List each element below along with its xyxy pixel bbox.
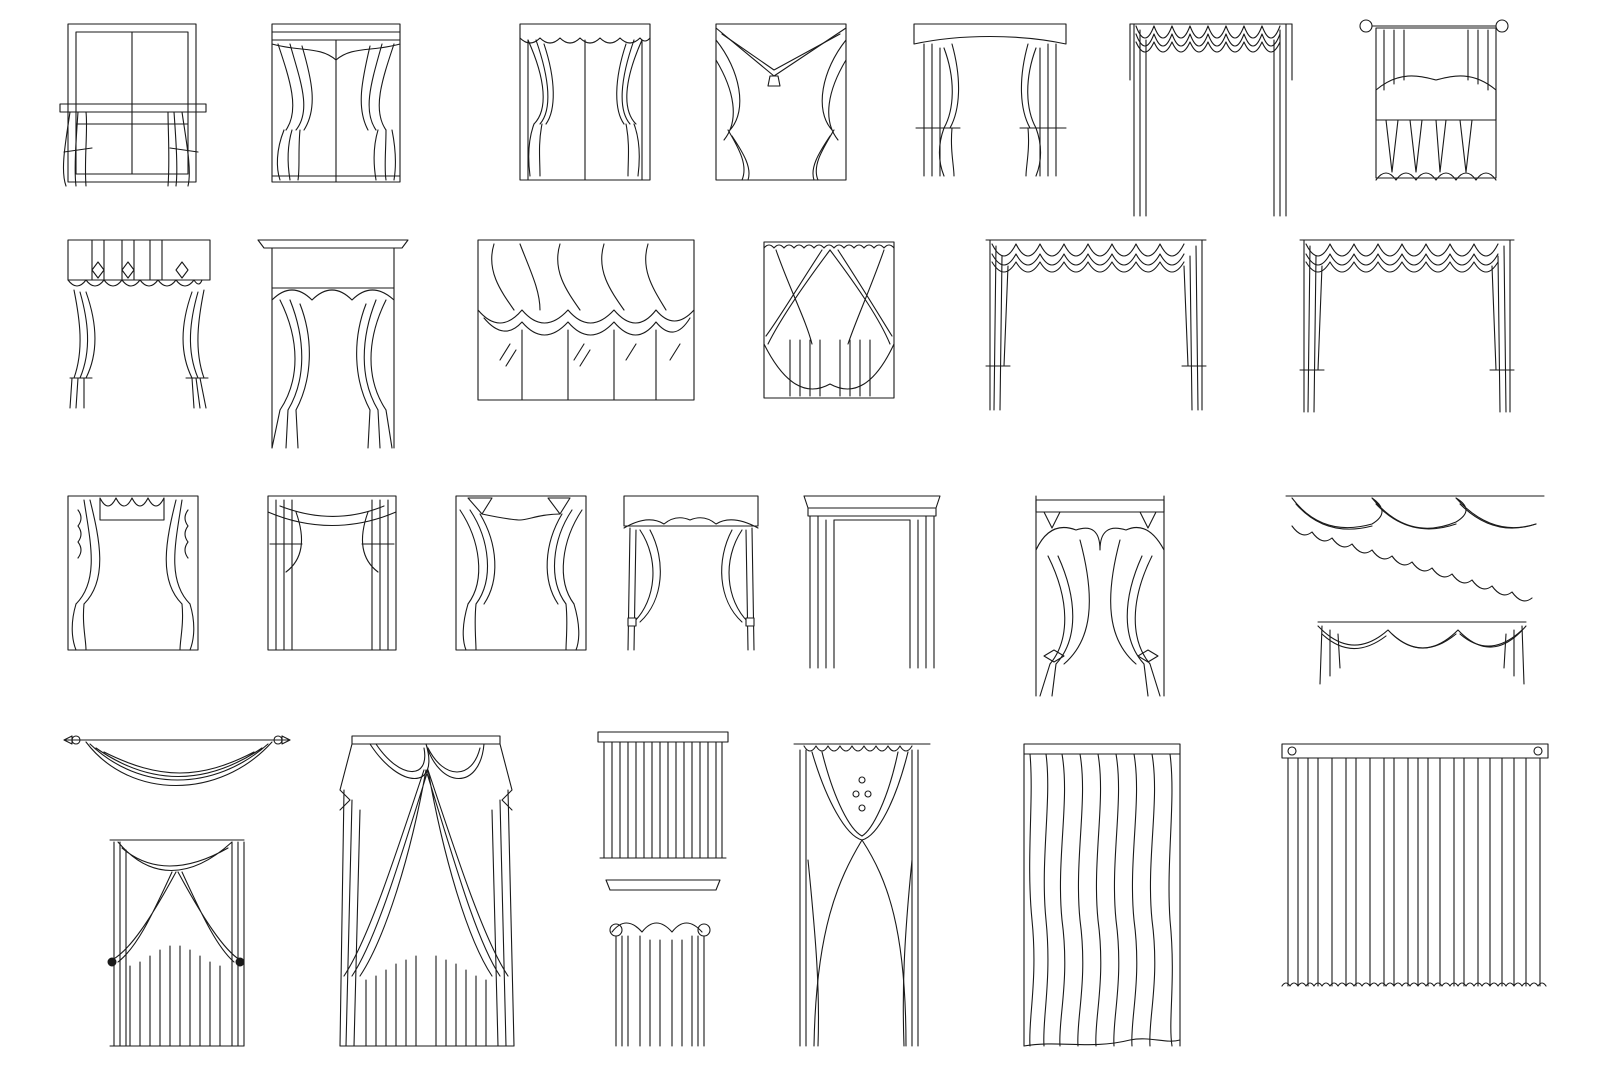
curtain-festoon-drapes-wide-2	[1299, 239, 1515, 413]
curtain-shaped-pelmet-tied	[623, 495, 759, 651]
curtain-double-swag-tied	[271, 23, 401, 183]
curtain-balloon-valance-window	[477, 239, 695, 401]
curtain-draped-tied	[455, 495, 587, 651]
curtain-scalloped-pelmet-tied	[519, 23, 651, 181]
curtain-festoon-drapes-wide	[985, 239, 1207, 411]
curtain-crossover-sheer	[763, 241, 895, 399]
curtain-festoon-swag-drapes	[1129, 23, 1293, 217]
curtain-swag-tied	[267, 495, 397, 651]
curtain-pinch-pleat-wide	[1281, 743, 1549, 987]
curtain-tab-top-tied	[67, 239, 211, 409]
curtain-shaped-valance-holdback	[1035, 495, 1165, 697]
curtain-pleated-blind-pair	[597, 731, 729, 1047]
curtain-cornice-pelmet-tied	[257, 239, 409, 449]
curtain-sheer-crossover-tall	[793, 743, 931, 1047]
curtain-arched-pelmet-tied	[913, 23, 1067, 177]
curtain-wavy-sheer-panel	[1023, 743, 1181, 1047]
curtain-rod-austrian-blind	[1359, 19, 1509, 181]
curtain-rod-swag-and-tied	[63, 735, 291, 1047]
curtain-triangle-valance-tassel	[715, 23, 847, 181]
curtain-swag-valance-pair	[1285, 495, 1545, 685]
curtain-ruffled-tied	[67, 495, 199, 651]
curtain-window-tied-curtains	[59, 23, 207, 187]
curtain-cornice-panels	[803, 495, 941, 669]
curtain-grand-swag-drapes	[339, 735, 515, 1047]
